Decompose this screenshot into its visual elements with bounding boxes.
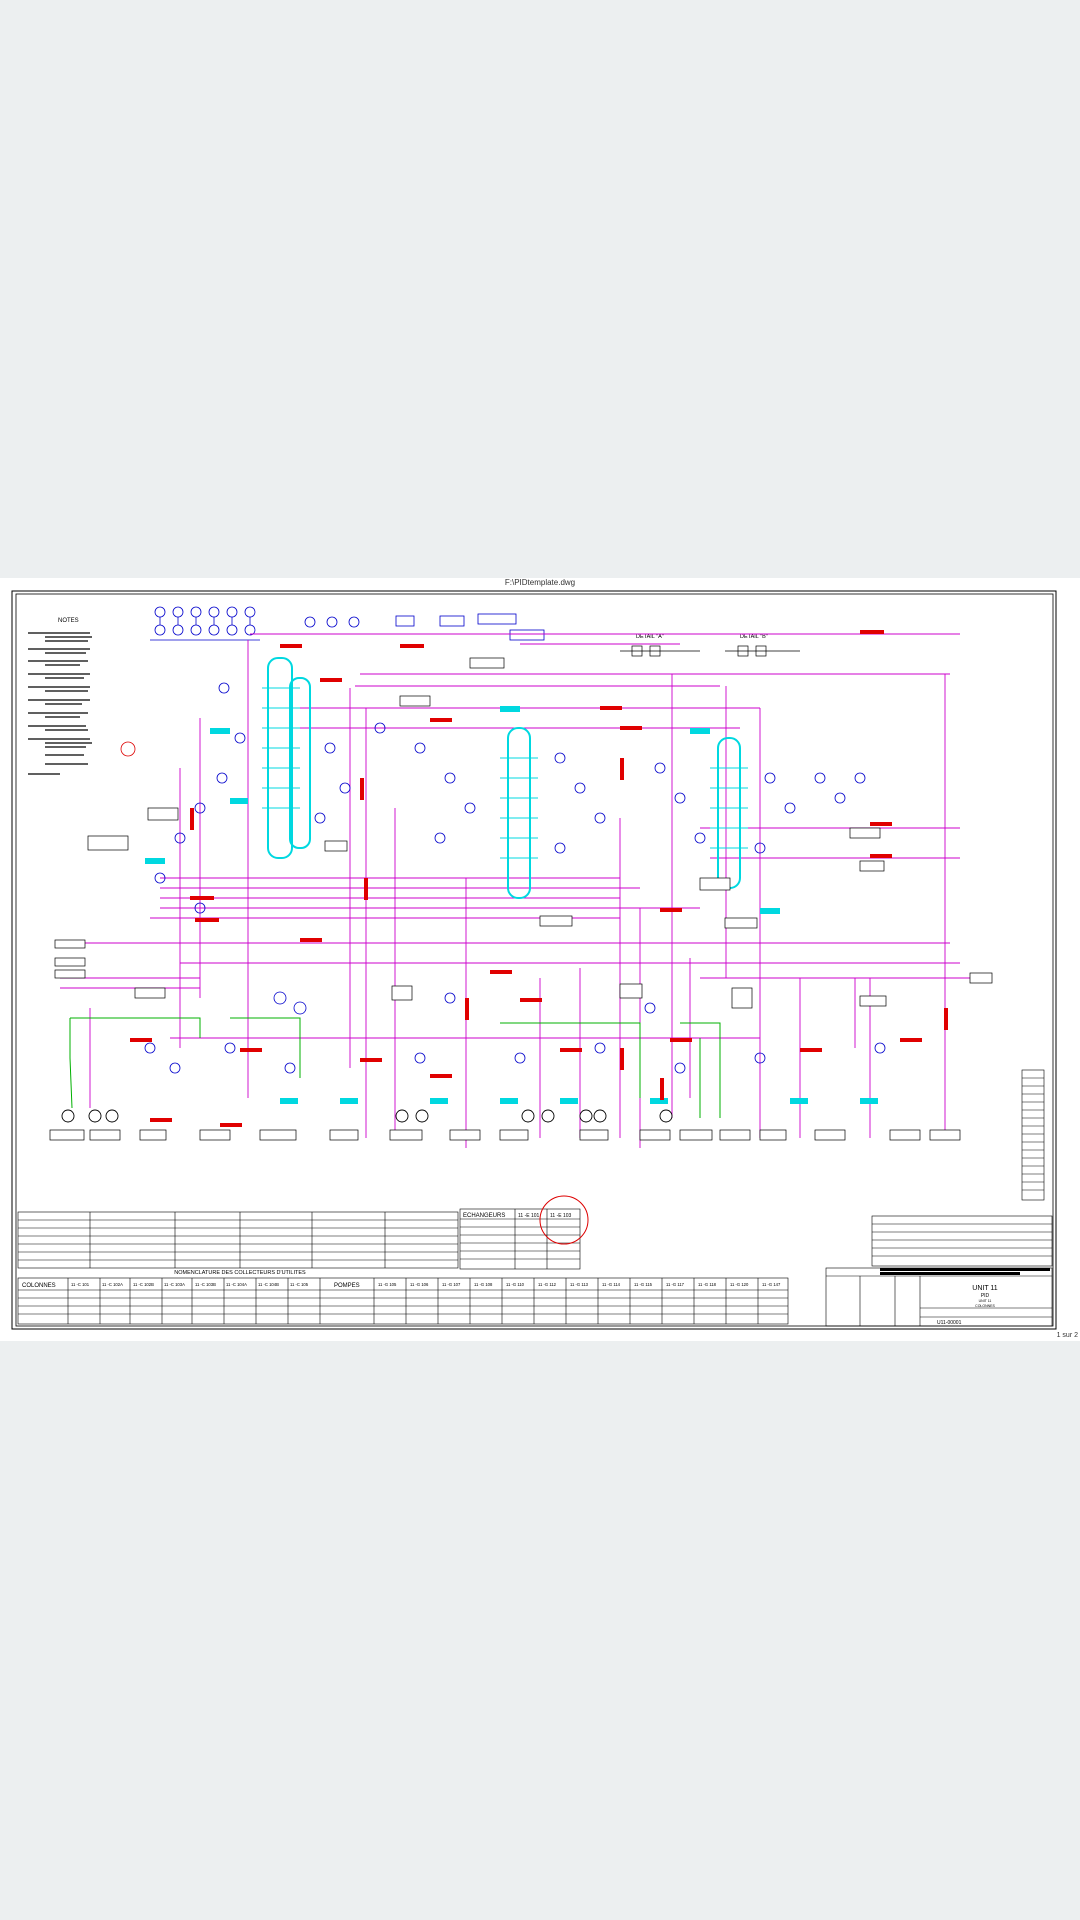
colonne-tag-4: 11 -C 103A <box>164 1282 185 1287</box>
colonne-tag-2: 11 -C 102A <box>102 1282 123 1287</box>
page-counter: 1 sur 2 <box>1056 1332 1078 1339</box>
pompe-tag-13: 11 -G 147 <box>762 1282 781 1287</box>
drawing-sheet: F:\PIDtemplate.dwg NOTES DETAIL "A" DETA… <box>0 578 1080 1341</box>
pump-symbols <box>61 1109 673 1123</box>
pompe-tag-11: 11 -G 118 <box>698 1282 717 1287</box>
title-unit-small: UNIT 11 <box>979 1299 992 1303</box>
notes-title: NOTES <box>58 618 79 624</box>
file-name: F:\PIDtemplate.dwg <box>504 578 576 587</box>
pompe-tag-1: 11 -G 105 <box>378 1282 397 1287</box>
colonne-tag-7: 11 -C 104B <box>258 1282 279 1287</box>
pompe-tag-3: 11 -G 107 <box>442 1282 461 1287</box>
pid-drawing: NOTES DETAIL "A" DETAIL "B" <box>11 590 1057 1330</box>
colonne-tag-3: 11 -C 102B <box>133 1282 154 1287</box>
title-block-fills <box>880 1268 1050 1275</box>
title-pid: PID <box>981 1293 990 1299</box>
pompes-header: POMPES <box>334 1283 360 1289</box>
sheet-border-inner <box>15 593 1054 1327</box>
column-c101 <box>267 657 293 859</box>
revision-cloud-exchanger <box>539 1195 589 1245</box>
vessel-tags <box>145 706 878 1104</box>
column-c104 <box>717 737 741 889</box>
detail-b-label: DETAIL "B" <box>740 634 768 640</box>
colonne-tag-6: 11 -C 104A <box>226 1282 247 1287</box>
sheet-border-outer <box>11 590 1057 1330</box>
colonne-tag-8: 11 -C 105 <box>290 1282 309 1287</box>
detail-sketches <box>620 645 800 657</box>
reference-list <box>1021 1069 1045 1201</box>
instrument-boxes <box>54 657 993 1009</box>
pompe-tag-8: 11 -G 114 <box>602 1282 621 1287</box>
pompe-tag-5: 11 -G 110 <box>506 1282 525 1287</box>
column-c102 <box>289 677 311 849</box>
echangeurs-header: ECHANGEURS <box>463 1213 505 1219</box>
notes-block <box>28 632 92 775</box>
detail-a-label: DETAIL "A" <box>636 634 664 640</box>
pompe-tag-9: 11 -G 115 <box>634 1282 653 1287</box>
pompe-tag-4: 11 -G 108 <box>474 1282 493 1287</box>
utilities-legend-title: NOMENCLATURE DES COLLECTEURS D'UTILITES <box>174 1270 306 1276</box>
vertical-line-tags <box>190 758 948 1100</box>
title-block <box>825 1215 1053 1327</box>
pompe-tag-6: 11 -G 112 <box>538 1282 557 1287</box>
echangeur-tag-1: 11 -E 101 <box>518 1213 540 1219</box>
colonne-tag-5: 11 -C 103B <box>195 1282 216 1287</box>
process-lines <box>60 633 990 1148</box>
line-number-tags <box>130 630 922 1127</box>
instrument-bubbles <box>144 682 886 1074</box>
utility-lines <box>69 1017 721 1118</box>
colonnes-header: COLONNES <box>22 1283 56 1289</box>
revision-cloud-notes <box>120 741 136 757</box>
echangeur-tag-2: 11 -E 103 <box>550 1213 572 1219</box>
title-colonnes: COLONNES <box>975 1304 995 1308</box>
pompe-tag-10: 11 -G 117 <box>666 1282 685 1287</box>
column-tray-marks <box>262 687 748 859</box>
pompe-tag-7: 11 -G 113 <box>570 1282 589 1287</box>
title-unit: UNIT 11 <box>972 1285 998 1292</box>
equipment-table <box>17 1277 789 1325</box>
equipment-labels-bottom <box>49 1129 961 1141</box>
colonne-tag-1: 11 -C 101 <box>71 1282 90 1287</box>
column-c103 <box>507 727 531 899</box>
utilities-legend-table <box>17 1211 459 1269</box>
echangeurs-table <box>459 1208 581 1270</box>
top-instrument-row <box>150 606 545 641</box>
pompe-tag-2: 11 -G 106 <box>410 1282 429 1287</box>
pompe-tag-12: 11 -G 120 <box>730 1282 749 1287</box>
title-drawing-number: U11-00001 <box>937 1320 962 1326</box>
